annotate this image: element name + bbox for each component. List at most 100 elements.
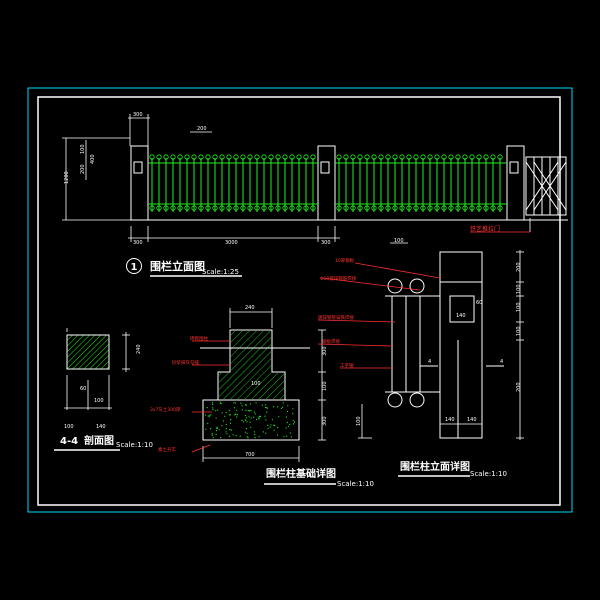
concrete-dot — [220, 436, 222, 439]
post-dim-r2: 100 — [516, 284, 522, 294]
picket-scroll-bottom — [212, 205, 218, 211]
picket-scroll — [296, 154, 302, 160]
concrete-dot — [246, 436, 248, 438]
concrete-dot — [212, 437, 214, 439]
section-44-dimensions — [64, 328, 130, 410]
picket-scroll-bottom — [462, 205, 468, 211]
concrete-dot — [267, 424, 269, 426]
picket-scroll-bottom — [254, 205, 260, 211]
post-plate — [449, 295, 475, 323]
concrete-dot — [262, 431, 264, 433]
picket-scroll-bottom — [406, 205, 412, 211]
post-elevation-title: 围栏柱立面详图 — [400, 460, 470, 473]
post-dim-r5: 200 — [516, 382, 522, 392]
concrete-dot — [266, 411, 268, 413]
post-leaders — [317, 262, 441, 369]
picket-scroll — [357, 154, 363, 160]
fence-elevation-scale: Scale:1:25 — [202, 268, 239, 276]
picket-scroll — [303, 154, 309, 160]
picket-scroll-bottom — [399, 205, 405, 211]
concrete-dot — [211, 402, 214, 404]
section-44-scale: Scale:1:10 — [116, 441, 153, 449]
concrete-dot — [244, 431, 246, 433]
concrete-dot — [270, 424, 272, 426]
post-dimensions — [358, 242, 524, 440]
inner-frame — [37, 96, 561, 506]
section-44-title: 4-4 — [60, 436, 78, 447]
concrete-dot — [266, 407, 268, 409]
concrete-dot — [216, 409, 219, 411]
picket-scroll-bottom — [303, 205, 309, 211]
picket-scroll-bottom — [357, 205, 363, 211]
picket-scroll-bottom — [434, 205, 440, 211]
concrete-dot — [267, 427, 269, 430]
concrete-dot — [206, 407, 208, 409]
sliding-gate — [525, 156, 567, 216]
concrete-dot — [229, 429, 231, 431]
section-44-dim-d1: 60 — [80, 386, 86, 392]
picket-scroll-bottom — [240, 205, 246, 211]
post-label-2: Φ10镀锌钢筋焊接 — [320, 275, 357, 282]
concrete-dot — [211, 433, 213, 435]
picket-scroll-bottom — [268, 205, 274, 211]
frame-detail — [385, 278, 440, 408]
picket-scroll — [254, 154, 260, 160]
picket-scroll-bottom — [420, 205, 426, 211]
foundation-dim-a: 300 — [322, 346, 328, 356]
concrete-dot — [225, 424, 227, 426]
picket-scroll — [198, 154, 204, 160]
concrete-dot — [219, 402, 222, 404]
concrete-dot — [265, 406, 267, 409]
section-44-hatch — [66, 334, 110, 370]
concrete-dot — [241, 419, 243, 421]
concrete-dot — [292, 413, 294, 415]
foundation-base — [202, 399, 300, 441]
picket-scroll — [364, 154, 370, 160]
picket-scroll — [205, 154, 211, 160]
concrete-dot — [265, 432, 267, 434]
concrete-dot — [250, 417, 252, 419]
concrete-dot — [274, 424, 276, 427]
concrete-dot — [290, 436, 292, 438]
foundation-title: 围栏柱基础详图 — [266, 467, 336, 480]
concrete-dot — [239, 435, 241, 437]
concrete-dot — [278, 416, 280, 418]
concrete-dot — [225, 412, 227, 414]
post-dim-inner: 140 — [456, 313, 466, 319]
picket-scroll-bottom — [490, 205, 496, 211]
concrete-dot — [258, 436, 260, 438]
concrete-dot — [210, 414, 212, 416]
concrete-dot — [215, 410, 217, 412]
concrete-dot — [221, 425, 223, 427]
concrete-dot — [250, 426, 252, 428]
concrete-dot — [236, 414, 238, 416]
concrete-dot — [232, 434, 234, 436]
concrete-dot — [243, 421, 245, 423]
concrete-dot — [286, 435, 288, 437]
pickets-span-2 — [336, 154, 503, 212]
picket-scroll-bottom — [364, 205, 370, 211]
post-elevation-detail: 4 4 100 200 100 100 100 200 140 60 140 1… — [317, 238, 524, 478]
concrete-dot — [249, 410, 251, 412]
concrete-dot — [225, 428, 227, 430]
concrete-dot — [253, 416, 255, 418]
picket-scroll-bottom — [226, 205, 232, 211]
post-dim-left: 100 — [356, 416, 362, 426]
concrete-dot — [241, 409, 243, 411]
concrete-dot — [207, 415, 209, 417]
post-dim-r4: 100 — [516, 326, 522, 336]
picket-scroll — [497, 154, 503, 160]
concrete-dot — [215, 433, 217, 435]
concrete-dot — [289, 423, 291, 425]
picket-scroll-bottom — [275, 205, 281, 211]
concrete-dot — [292, 419, 294, 422]
picket-scroll-bottom — [163, 205, 169, 211]
picket-scroll-bottom — [350, 205, 356, 211]
concrete-dot — [245, 428, 248, 430]
concrete-dot — [273, 424, 275, 426]
concrete-dot — [218, 429, 220, 431]
picket-scroll — [212, 154, 218, 160]
post-body — [439, 251, 483, 439]
post-left-lamp — [133, 161, 143, 174]
concrete-dot — [259, 415, 261, 417]
